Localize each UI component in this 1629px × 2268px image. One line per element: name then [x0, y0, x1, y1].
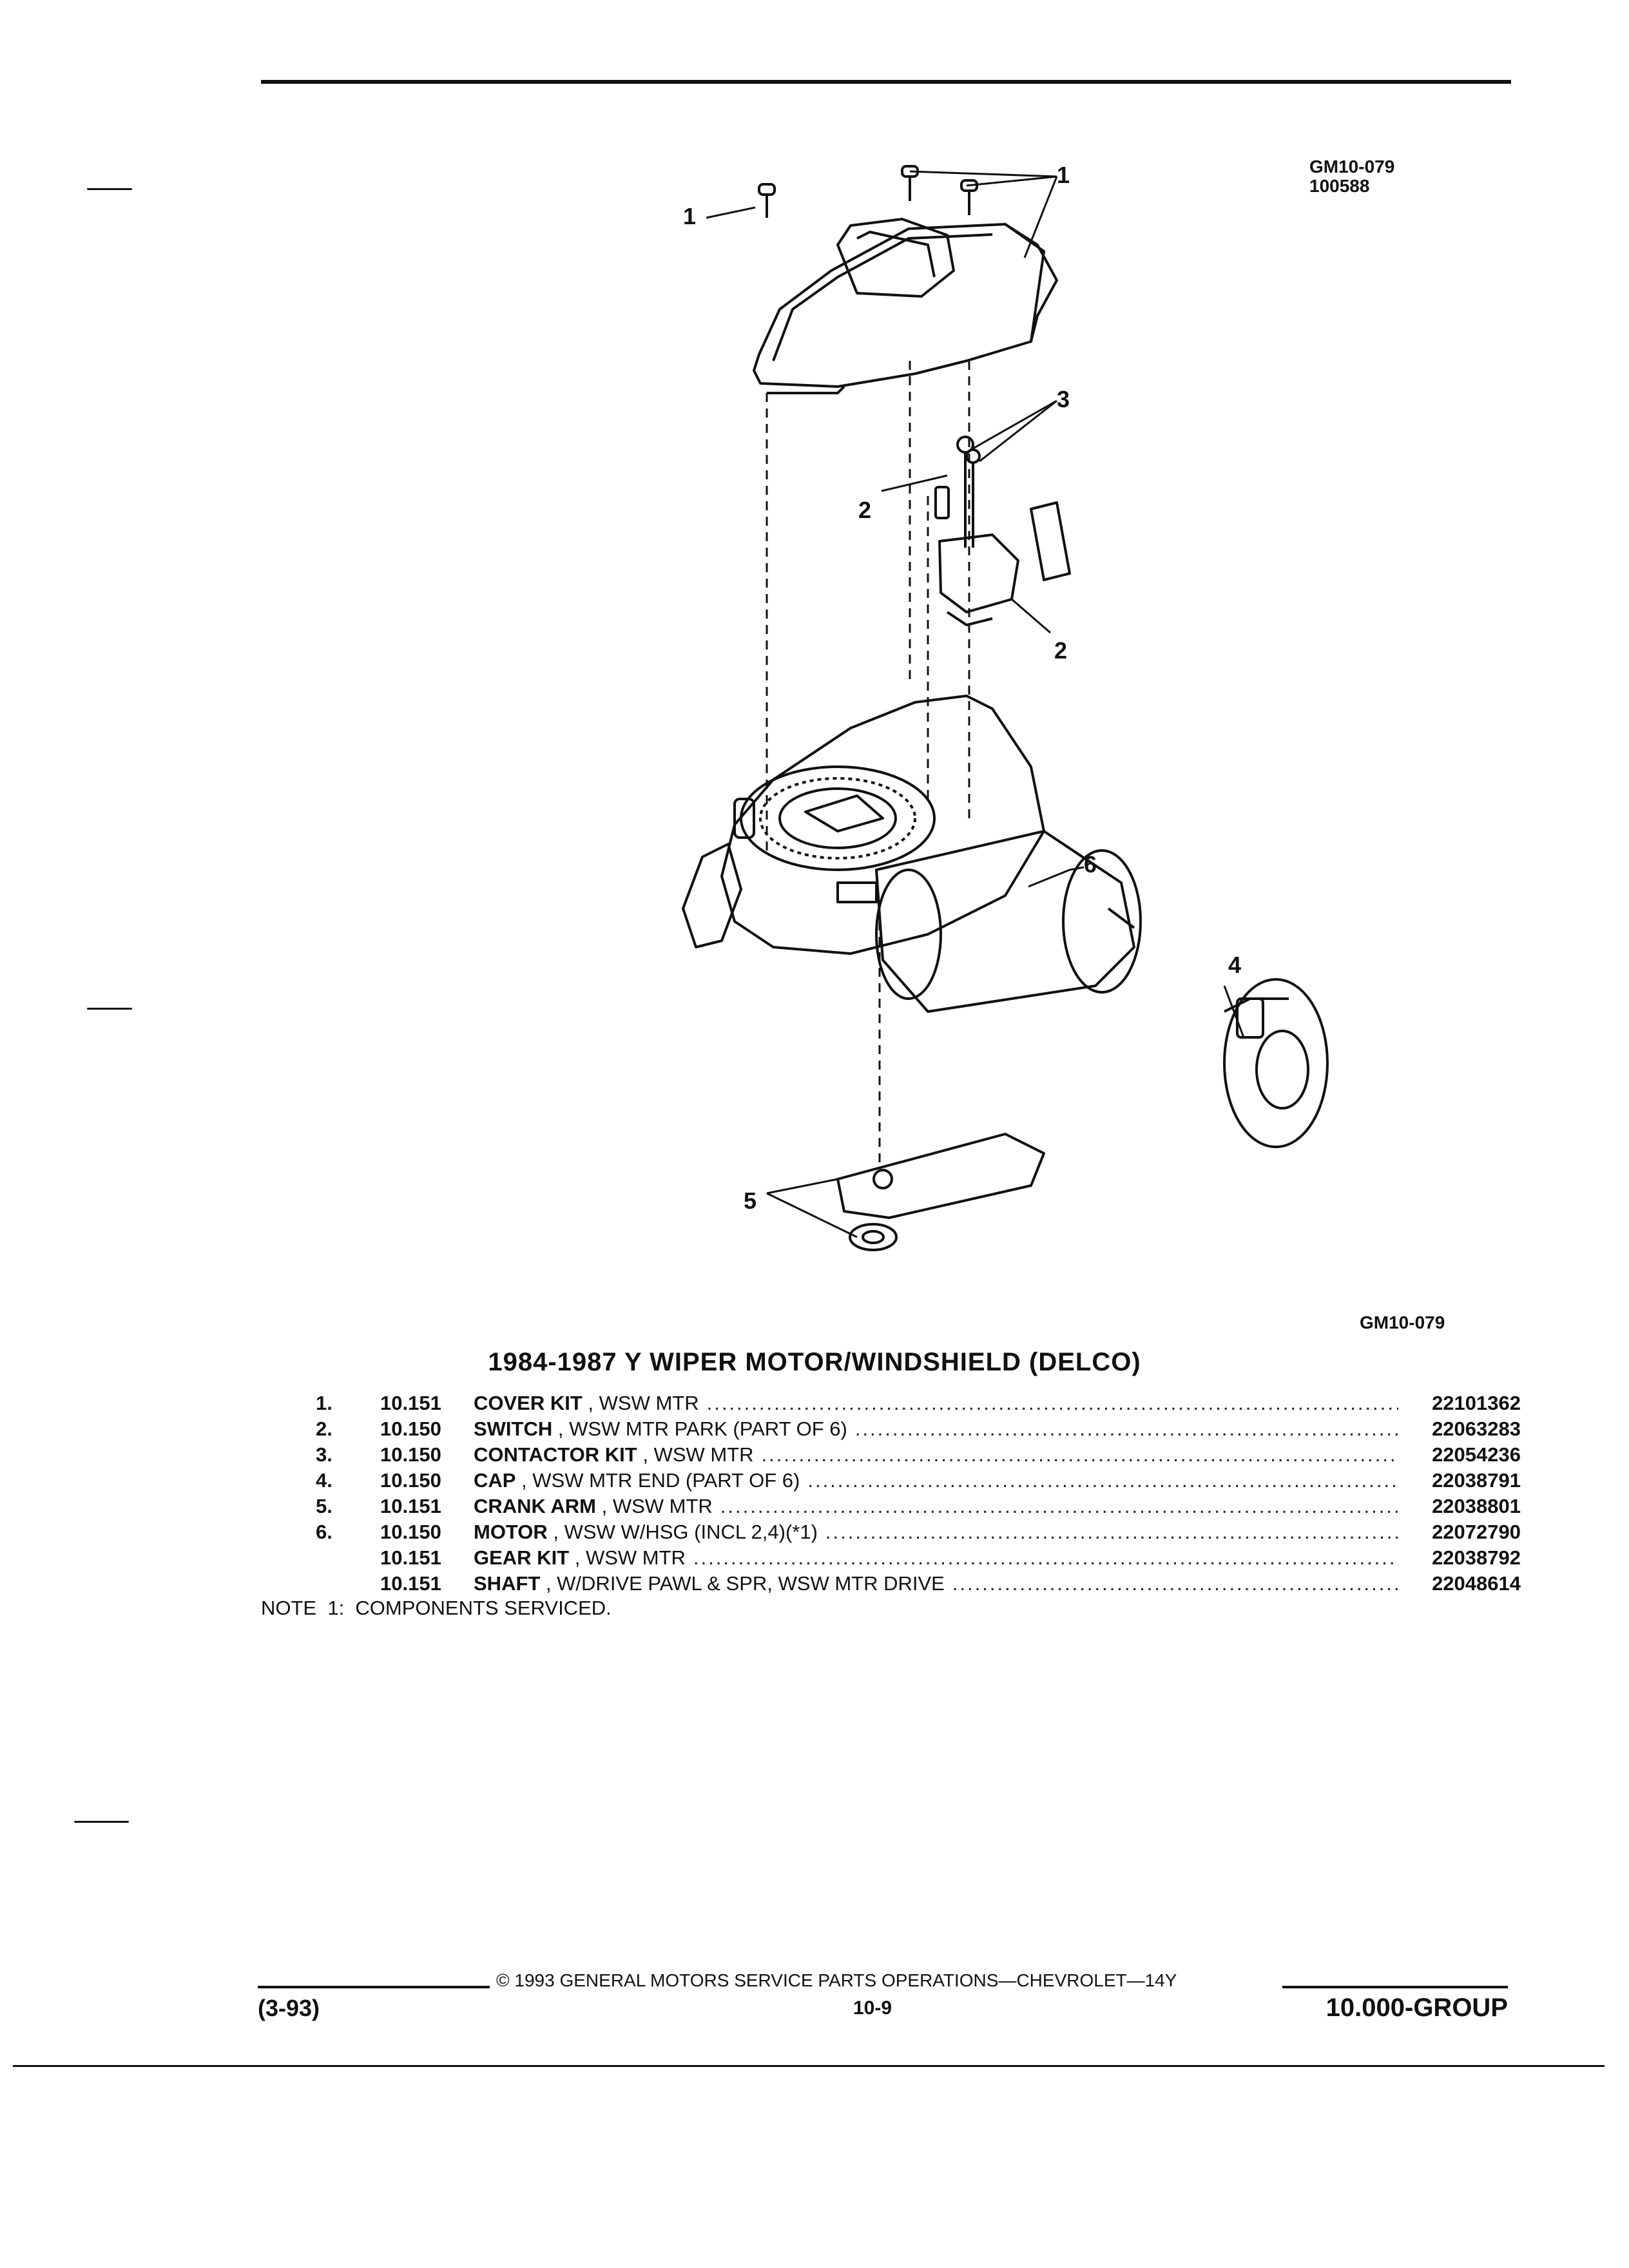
callout-3: 3 [1057, 386, 1070, 412]
part-name: SHAFT [474, 1572, 541, 1595]
group-number: 10.151 [380, 1392, 441, 1414]
item-number: 4. [316, 1469, 333, 1492]
figure-date: 100588 [1309, 176, 1370, 196]
group-number: 10.150 [380, 1521, 441, 1543]
footer-group: 10.000-GROUP [1325, 1994, 1508, 2022]
part-name: GEAR KIT [474, 1546, 570, 1569]
parts-row: 1. 10.151 COVER KIT , WSW MTR 22101362 [316, 1390, 1521, 1416]
callout-6: 6 [1084, 851, 1097, 878]
group-number: 10.150 [380, 1443, 441, 1466]
item-number: 1. [316, 1392, 333, 1414]
part-number: 22038791 [1432, 1469, 1521, 1492]
part-description: , WSW MTR END (PART OF 6) [516, 1469, 800, 1492]
footnote: NOTE 1: COMPONENTS SERVICED. [261, 1597, 612, 1619]
margin-mark [87, 188, 132, 190]
item-number: 5. [316, 1495, 333, 1517]
group-number: 10.151 [380, 1495, 441, 1517]
group-number: 10.150 [380, 1469, 441, 1492]
top-rule [261, 80, 1511, 84]
part-name: CRANK ARM [474, 1495, 596, 1517]
part-number: 22048614 [1432, 1572, 1521, 1595]
part-number: 22072790 [1432, 1521, 1521, 1543]
callout-2-left: 2 [858, 497, 871, 523]
part-name: COVER KIT [474, 1392, 583, 1414]
part-number: 22038792 [1432, 1546, 1521, 1569]
bottom-rule [13, 2065, 1605, 2067]
part-description: , WSW MTR [637, 1443, 754, 1466]
screw-left [758, 183, 776, 218]
part-name: SWITCH [474, 1418, 553, 1440]
part-description: , WSW MTR [582, 1392, 699, 1414]
part-description: , WSW MTR [569, 1546, 686, 1569]
parts-list: 1. 10.151 COVER KIT , WSW MTR 22101362 2… [316, 1390, 1521, 1597]
callout-1-left: 1 [683, 203, 696, 229]
parts-row: 5. 10.151 CRANK ARM , WSW MTR 22038801 [316, 1494, 1521, 1519]
crank-arm [836, 1133, 1045, 1251]
group-number: 10.151 [380, 1546, 441, 1569]
footer-date: (3-93) [258, 1995, 320, 2021]
park-switch [934, 486, 1071, 626]
part-number: 22063283 [1432, 1418, 1521, 1440]
part-description: , W/DRIVE PAWL & SPR, WSW MTR DRIVE [540, 1572, 945, 1595]
parts-row: 6. 10.150 MOTOR , WSW W/HSG (INCL 2,4)(*… [316, 1519, 1521, 1545]
group-number: 10.150 [380, 1418, 441, 1440]
part-number: 22054236 [1432, 1443, 1521, 1466]
item-number: 6. [316, 1521, 333, 1543]
callout-2-right: 2 [1054, 637, 1067, 664]
callout-1-right: 1 [1057, 162, 1070, 188]
item-number: 3. [316, 1443, 333, 1466]
group-number: 10.151 [380, 1572, 441, 1595]
parts-row: 10.151 SHAFT , W/DRIVE PAWL & SPR, WSW M… [316, 1571, 1521, 1597]
part-name: CAP [474, 1469, 516, 1492]
part-description: , WSW MTR [596, 1495, 713, 1517]
page-title: 1984-1987 Y WIPER MOTOR/WINDSHIELD (DELC… [488, 1348, 1141, 1376]
gear-housing [682, 695, 1045, 955]
part-number: 22101362 [1432, 1392, 1521, 1414]
part-description: , WSW MTR PARK (PART OF 6) [552, 1418, 847, 1440]
footer-rule-left [258, 1986, 490, 1988]
figure-code-caption: GM10-079 [1360, 1312, 1445, 1332]
margin-mark [87, 1008, 132, 1010]
cover-kit [753, 218, 1058, 394]
part-name: CONTACTOR KIT [474, 1443, 637, 1466]
screw-right [960, 179, 978, 215]
part-name: MOTOR [474, 1521, 548, 1543]
end-cap [1223, 978, 1329, 1148]
item-number: 2. [316, 1418, 333, 1440]
part-number: 22038801 [1432, 1495, 1521, 1517]
callout-4: 4 [1228, 952, 1241, 978]
figure-code: GM10-079 [1309, 157, 1395, 177]
motor-body [836, 830, 1142, 1013]
footer-rule-right [1282, 1986, 1508, 1988]
parts-row: 3. 10.150 CONTACTOR KIT , WSW MTR 220542… [316, 1442, 1521, 1468]
wiper-motor-exploded-diagram: 1 1 2 2 3 4 5 6 [682, 162, 1329, 1251]
parts-row: 4. 10.150 CAP , WSW MTR END (PART OF 6) … [316, 1468, 1521, 1494]
page-number: 10-9 [853, 1997, 892, 2019]
contactor-kit [956, 436, 981, 548]
parts-row: 10.151 GEAR KIT , WSW MTR 22038792 [316, 1545, 1521, 1571]
callout-5: 5 [744, 1187, 757, 1214]
part-description: , WSW W/HSG (INCL 2,4)(*1) [547, 1521, 818, 1543]
figure-code-header: GM10-079 100588 [1309, 157, 1394, 196]
margin-mark [74, 1821, 129, 1823]
footer-copyright: © 1993 GENERAL MOTORS SERVICE PARTS OPER… [496, 1970, 1177, 1990]
parts-row: 2. 10.150 SWITCH , WSW MTR PARK (PART OF… [316, 1416, 1521, 1442]
